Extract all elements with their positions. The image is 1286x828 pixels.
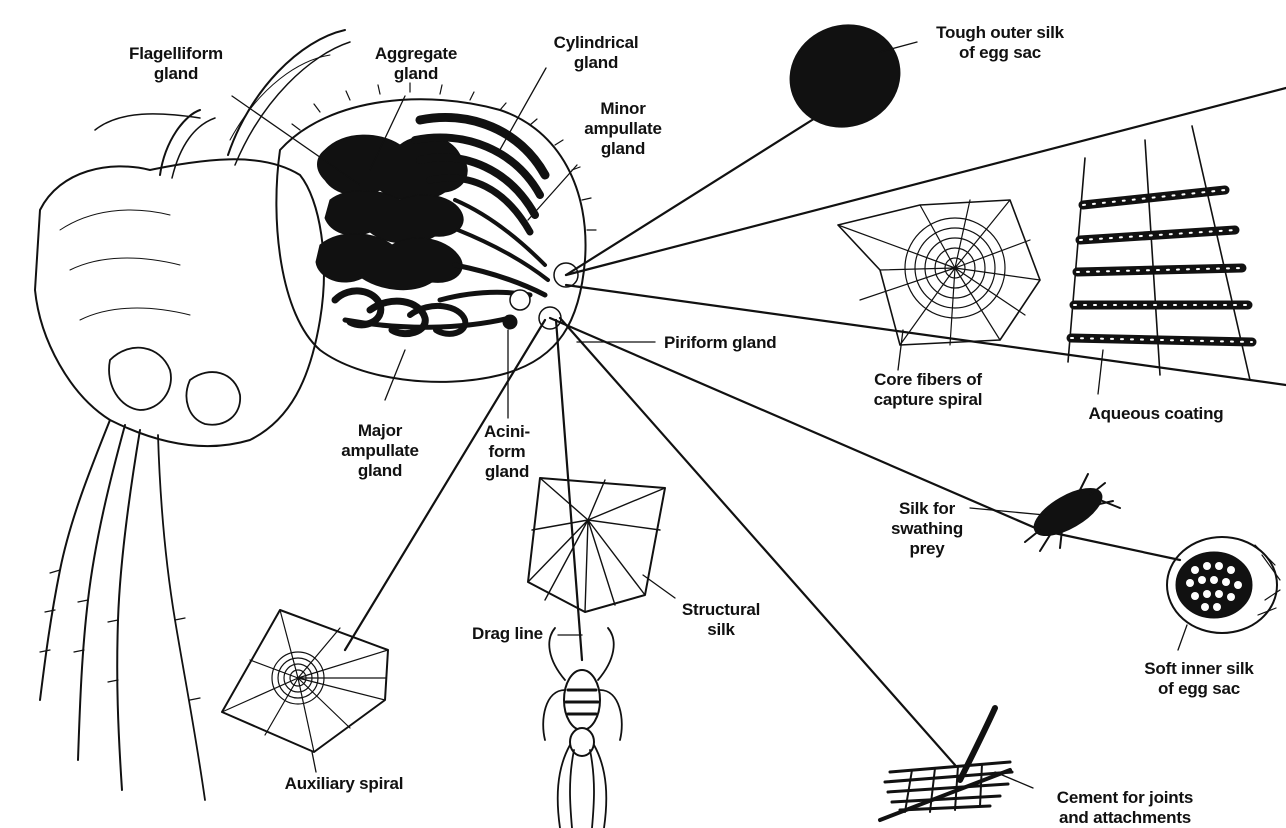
label-auxiliary-spiral: Auxiliary spiral: [264, 774, 424, 794]
cement-bundle-icon: [880, 708, 1012, 820]
orb-web-icon: [838, 200, 1040, 345]
label-minor-ampullate-gland: Minor ampullate gland: [568, 99, 678, 159]
label-major-ampullate-gland: Major ampullate gland: [320, 421, 440, 481]
structural-web-icon: [528, 478, 665, 612]
label-flagelliform-gland: Flagelliform gland: [114, 44, 238, 84]
prey-insect-icon: [1025, 474, 1120, 551]
label-soft-inner-silk: Soft inner silk of egg sac: [1124, 659, 1274, 699]
soft-egg-sac-icon: [1167, 537, 1280, 633]
label-structural-silk: Structural silk: [666, 600, 776, 640]
label-swathing-silk: Silk for swathing prey: [872, 499, 982, 559]
spider-body-illustration: [35, 30, 596, 800]
label-cement-joints: Cement for joints and attachments: [1030, 788, 1220, 828]
capture-spiral-icon: [1068, 126, 1252, 380]
label-piriform-gland: Piriform gland: [664, 333, 814, 353]
auxiliary-spiral-web-icon: [222, 610, 388, 752]
label-drag-line: Drag line: [472, 624, 572, 644]
label-core-fibers: Core fibers of capture spiral: [858, 370, 998, 410]
label-aciniform-gland: Acini- form gland: [472, 422, 542, 482]
label-aggregate-gland: Aggregate gland: [356, 44, 476, 84]
label-aqueous-coating: Aqueous coating: [1066, 404, 1246, 424]
label-tough-outer-silk: Tough outer silk of egg sac: [916, 23, 1084, 63]
egg-sac-icon: [776, 10, 914, 142]
label-cylindrical-gland: Cylindrical gland: [536, 33, 656, 73]
